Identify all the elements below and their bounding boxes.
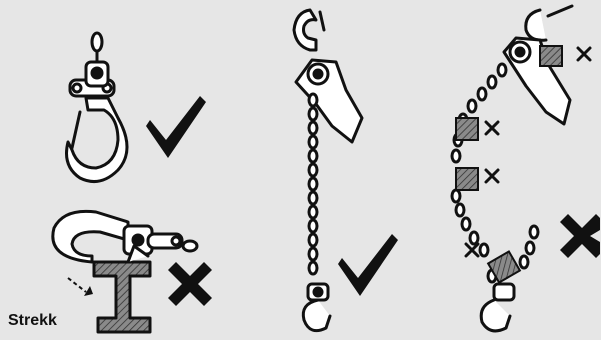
straight-chain <box>309 94 317 274</box>
edge-block <box>456 168 478 190</box>
shackle-link <box>183 241 197 251</box>
cross-mark <box>168 262 212 306</box>
cross-mark-small <box>486 170 498 182</box>
bottom-swivel <box>494 284 514 300</box>
top-hook-latch <box>548 6 572 16</box>
cross-mark-small <box>466 244 478 256</box>
bracket-hole <box>172 237 180 245</box>
hoist-axle <box>314 70 322 78</box>
shackle-link <box>92 33 102 51</box>
bottom-hook <box>303 300 330 331</box>
hoist-axle <box>516 48 524 56</box>
check-mark <box>338 234 398 296</box>
hook-on-bracket <box>67 33 128 182</box>
top-hook-latch <box>320 12 324 30</box>
bracket-hole-left <box>73 84 81 92</box>
cross-mark-small <box>578 48 590 60</box>
edge-block <box>540 46 562 66</box>
hook-latch <box>72 112 80 148</box>
check-mark <box>146 96 206 158</box>
hook-body <box>53 211 128 262</box>
top-hook <box>526 10 546 40</box>
cross-mark-small <box>486 122 498 134</box>
load-direction-arrow <box>68 278 86 292</box>
i-beam <box>94 262 150 332</box>
top-hook <box>294 10 316 50</box>
edge-block <box>456 118 478 140</box>
swivel-bolt <box>133 235 143 245</box>
bottom-hook <box>481 300 510 331</box>
hook-body <box>67 98 128 182</box>
caption-label: Strekk <box>8 312 57 330</box>
bottom-swivel-bolt <box>314 288 322 296</box>
swivel-bolt <box>92 68 102 78</box>
cross-mark <box>560 214 600 258</box>
